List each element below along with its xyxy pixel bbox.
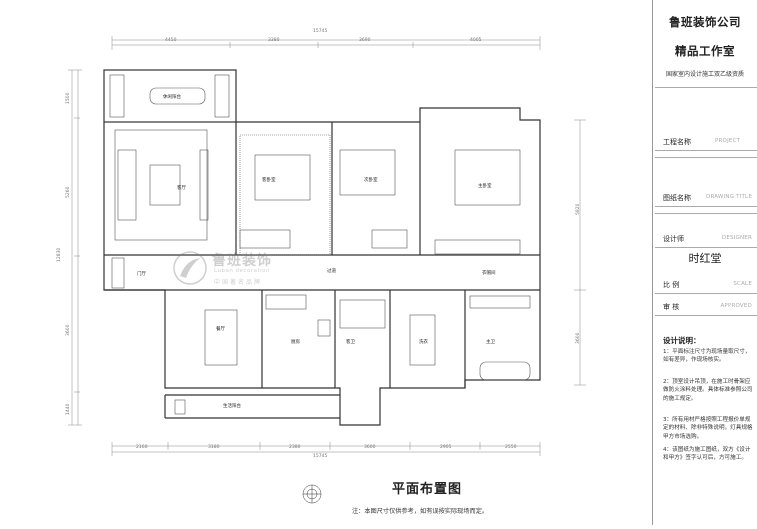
dim-bottom-5: 2550 — [505, 445, 517, 450]
dim-right-0: 5820 — [576, 203, 581, 215]
approved-row: 审 核 APPROVED — [655, 298, 757, 316]
room-label-guest-bath: 客卫 — [346, 340, 355, 345]
note-1: 1：平面标注尺寸为现场量取尺寸，如有差异，作现场核实。 — [663, 349, 751, 364]
drawing-placeholder: DRAWING TITLE — [706, 194, 752, 200]
project-label: 工程名称 — [663, 138, 691, 146]
floor-plan-drawing: 休闲阳台 客厅 客卧室 次卧室 主卧室 门厅 过道 衣帽间 餐厅 厨房 客卫 洗… — [57, 29, 586, 515]
title-divider — [655, 86, 757, 88]
dim-bottom-2: 2380 — [289, 445, 301, 450]
room-label-service-balcony: 生活阳台 — [223, 404, 241, 409]
dim-top-total: 15745 — [313, 29, 328, 34]
designer-label: 设计师 — [663, 235, 684, 243]
dim-left-3: 1440 — [66, 403, 71, 415]
footnote: 注：本图尺寸仅供参考，如有误按实际现场而定。 — [352, 508, 489, 515]
room-label-master-bedroom: 主卧室 — [478, 184, 492, 189]
watermark-name: 鲁班装饰 — [212, 253, 272, 269]
dim-left-1: 5260 — [66, 186, 71, 198]
floor-plan-svg — [68, 36, 586, 504]
watermark-english: Luban decoration — [214, 268, 270, 274]
project-divider — [655, 156, 757, 158]
title-block: 鲁班装饰公司 精品工作室 国家室内设计施工双乙级资质 工程名称 PROJECT … — [652, 0, 757, 525]
project-row: 工程名称 PROJECT — [655, 133, 757, 151]
room-label-guest-bedroom: 客卧室 — [262, 178, 276, 183]
room-label-wardrobe: 衣帽间 — [482, 271, 496, 276]
drawing-label: 图纸名称 — [663, 194, 691, 202]
approved-placeholder: APPROVED — [720, 303, 752, 309]
dimension-lines — [68, 36, 586, 456]
watermark-slogan: 中国著名品牌 — [214, 279, 263, 286]
dim-right-1: 3600 — [576, 332, 581, 344]
dim-left-total: 12830 — [57, 247, 62, 262]
luban-logo-icon — [173, 251, 207, 285]
room-label-dining: 餐厅 — [216, 327, 225, 332]
walls — [103, 69, 541, 426]
designer-placeholder: DESIGNER — [721, 235, 752, 241]
dim-left-0: 1500 — [66, 92, 71, 104]
room-label-kitchen: 厨房 — [291, 340, 300, 345]
room-label-north-balcony: 休闲阳台 — [163, 95, 181, 100]
dim-left-2: 3600 — [66, 324, 71, 336]
sheet-title: 平面布置图 — [392, 482, 463, 497]
dim-top-1: 3380 — [268, 38, 280, 43]
dim-bottom-total: 15745 — [313, 454, 328, 459]
dim-top-2: 3690 — [359, 38, 371, 43]
qualification: 国家室内设计施工双乙级资质 — [665, 71, 744, 78]
approved-label: 审 核 — [663, 303, 680, 311]
room-label-corridor: 过道 — [327, 269, 336, 274]
note-4: 4：该图纸为施工图纸，双方《设计和甲方》签字认可后，方可施工。 — [663, 447, 751, 462]
scale-label: 比 例 — [663, 281, 680, 289]
dim-bottom-3: 3600 — [364, 445, 376, 450]
note-3: 3：所有用材严格按照工程报价单规定的材料、除非特殊说明，灯具规格甲方市场选购。 — [663, 417, 753, 440]
project-placeholder: PROJECT — [715, 138, 741, 144]
furniture — [109, 74, 531, 415]
room-label-living: 客厅 — [177, 186, 186, 191]
room-label-second-bedroom: 次卧室 — [364, 178, 378, 183]
dim-bottom-1: 3180 — [208, 445, 220, 450]
room-label-master-bath: 主卫 — [486, 340, 495, 345]
watermark: 鲁班装饰 Luban decoration 中国著名品牌 — [172, 250, 312, 290]
room-label-foyer: 门厅 — [137, 272, 146, 277]
dim-top-3: 4005 — [470, 38, 482, 43]
scale-row: 比 例 SCALE — [655, 276, 757, 294]
dim-top-0: 4450 — [165, 38, 177, 43]
room-label-laundry: 洗衣 — [419, 340, 428, 345]
designer-name: 时红堂 — [688, 252, 722, 265]
dim-bottom-0: 2160 — [136, 445, 148, 450]
company-name: 鲁班装饰公司 — [669, 15, 741, 29]
studio-name: 精品工作室 — [675, 44, 735, 58]
designer-row: 设计师 DESIGNER — [655, 230, 757, 248]
scale-placeholder: SCALE — [733, 281, 752, 287]
north-arrow — [302, 484, 322, 504]
note-2: 2：顶室设计吊顶，在施工时骨架应做防火涂料处理。具体标准参照公司的施工规定。 — [663, 379, 753, 402]
drawing-row: 图纸名称 DRAWING TITLE — [655, 189, 757, 207]
dim-bottom-4: 2905 — [440, 445, 452, 450]
drawing-divider — [655, 212, 757, 214]
notes-title: 设计说明： — [663, 336, 701, 345]
